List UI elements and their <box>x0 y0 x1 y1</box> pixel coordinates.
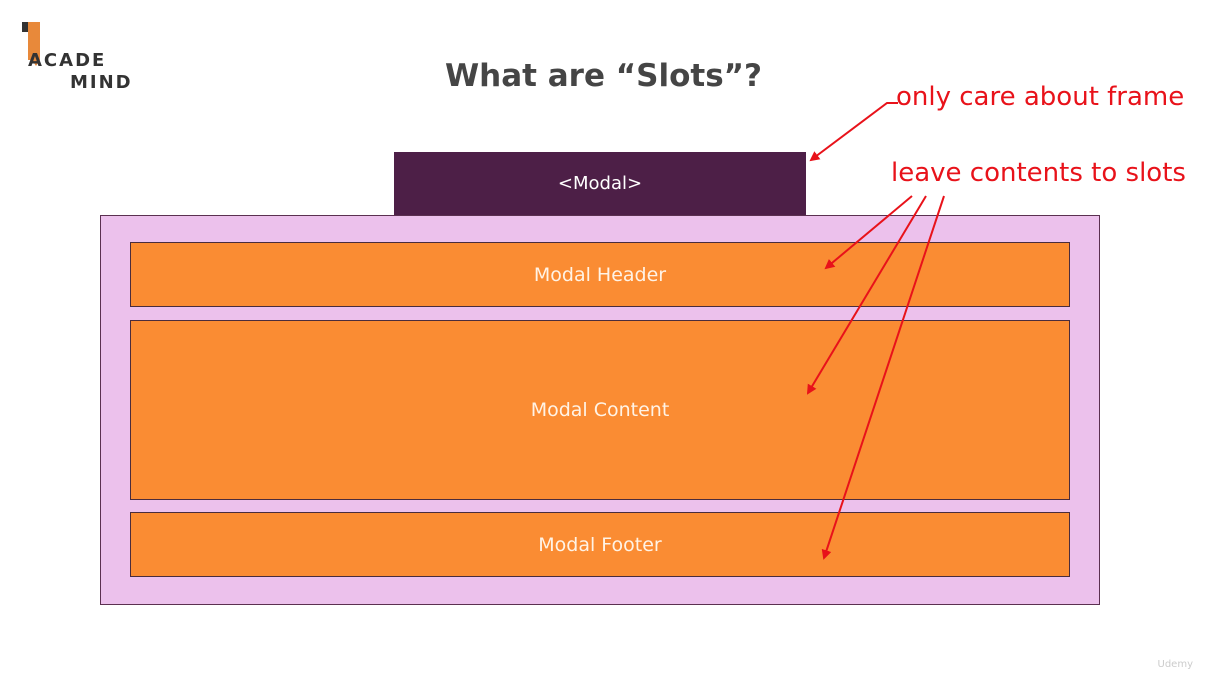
modal-component-tab: <Modal> <box>394 152 806 215</box>
academind-logo: ACADE MIND <box>18 20 148 95</box>
arrow-to-modal-tab <box>809 102 898 162</box>
logo-text-line1: ACADE <box>28 50 107 71</box>
annotation-frame-note: only care about frame <box>896 82 1185 112</box>
watermark-text: Udemy <box>1157 659 1193 670</box>
logo-text-line2: MIND <box>70 72 133 93</box>
logo-mark-icon <box>22 22 40 66</box>
slide-title: What are “Slots”? <box>444 58 763 94</box>
modal-header-slot: Modal Header <box>130 242 1070 307</box>
modal-footer-slot: Modal Footer <box>130 512 1070 577</box>
annotation-slots-note: leave contents to slots <box>891 158 1186 188</box>
modal-content-slot: Modal Content <box>130 320 1070 500</box>
